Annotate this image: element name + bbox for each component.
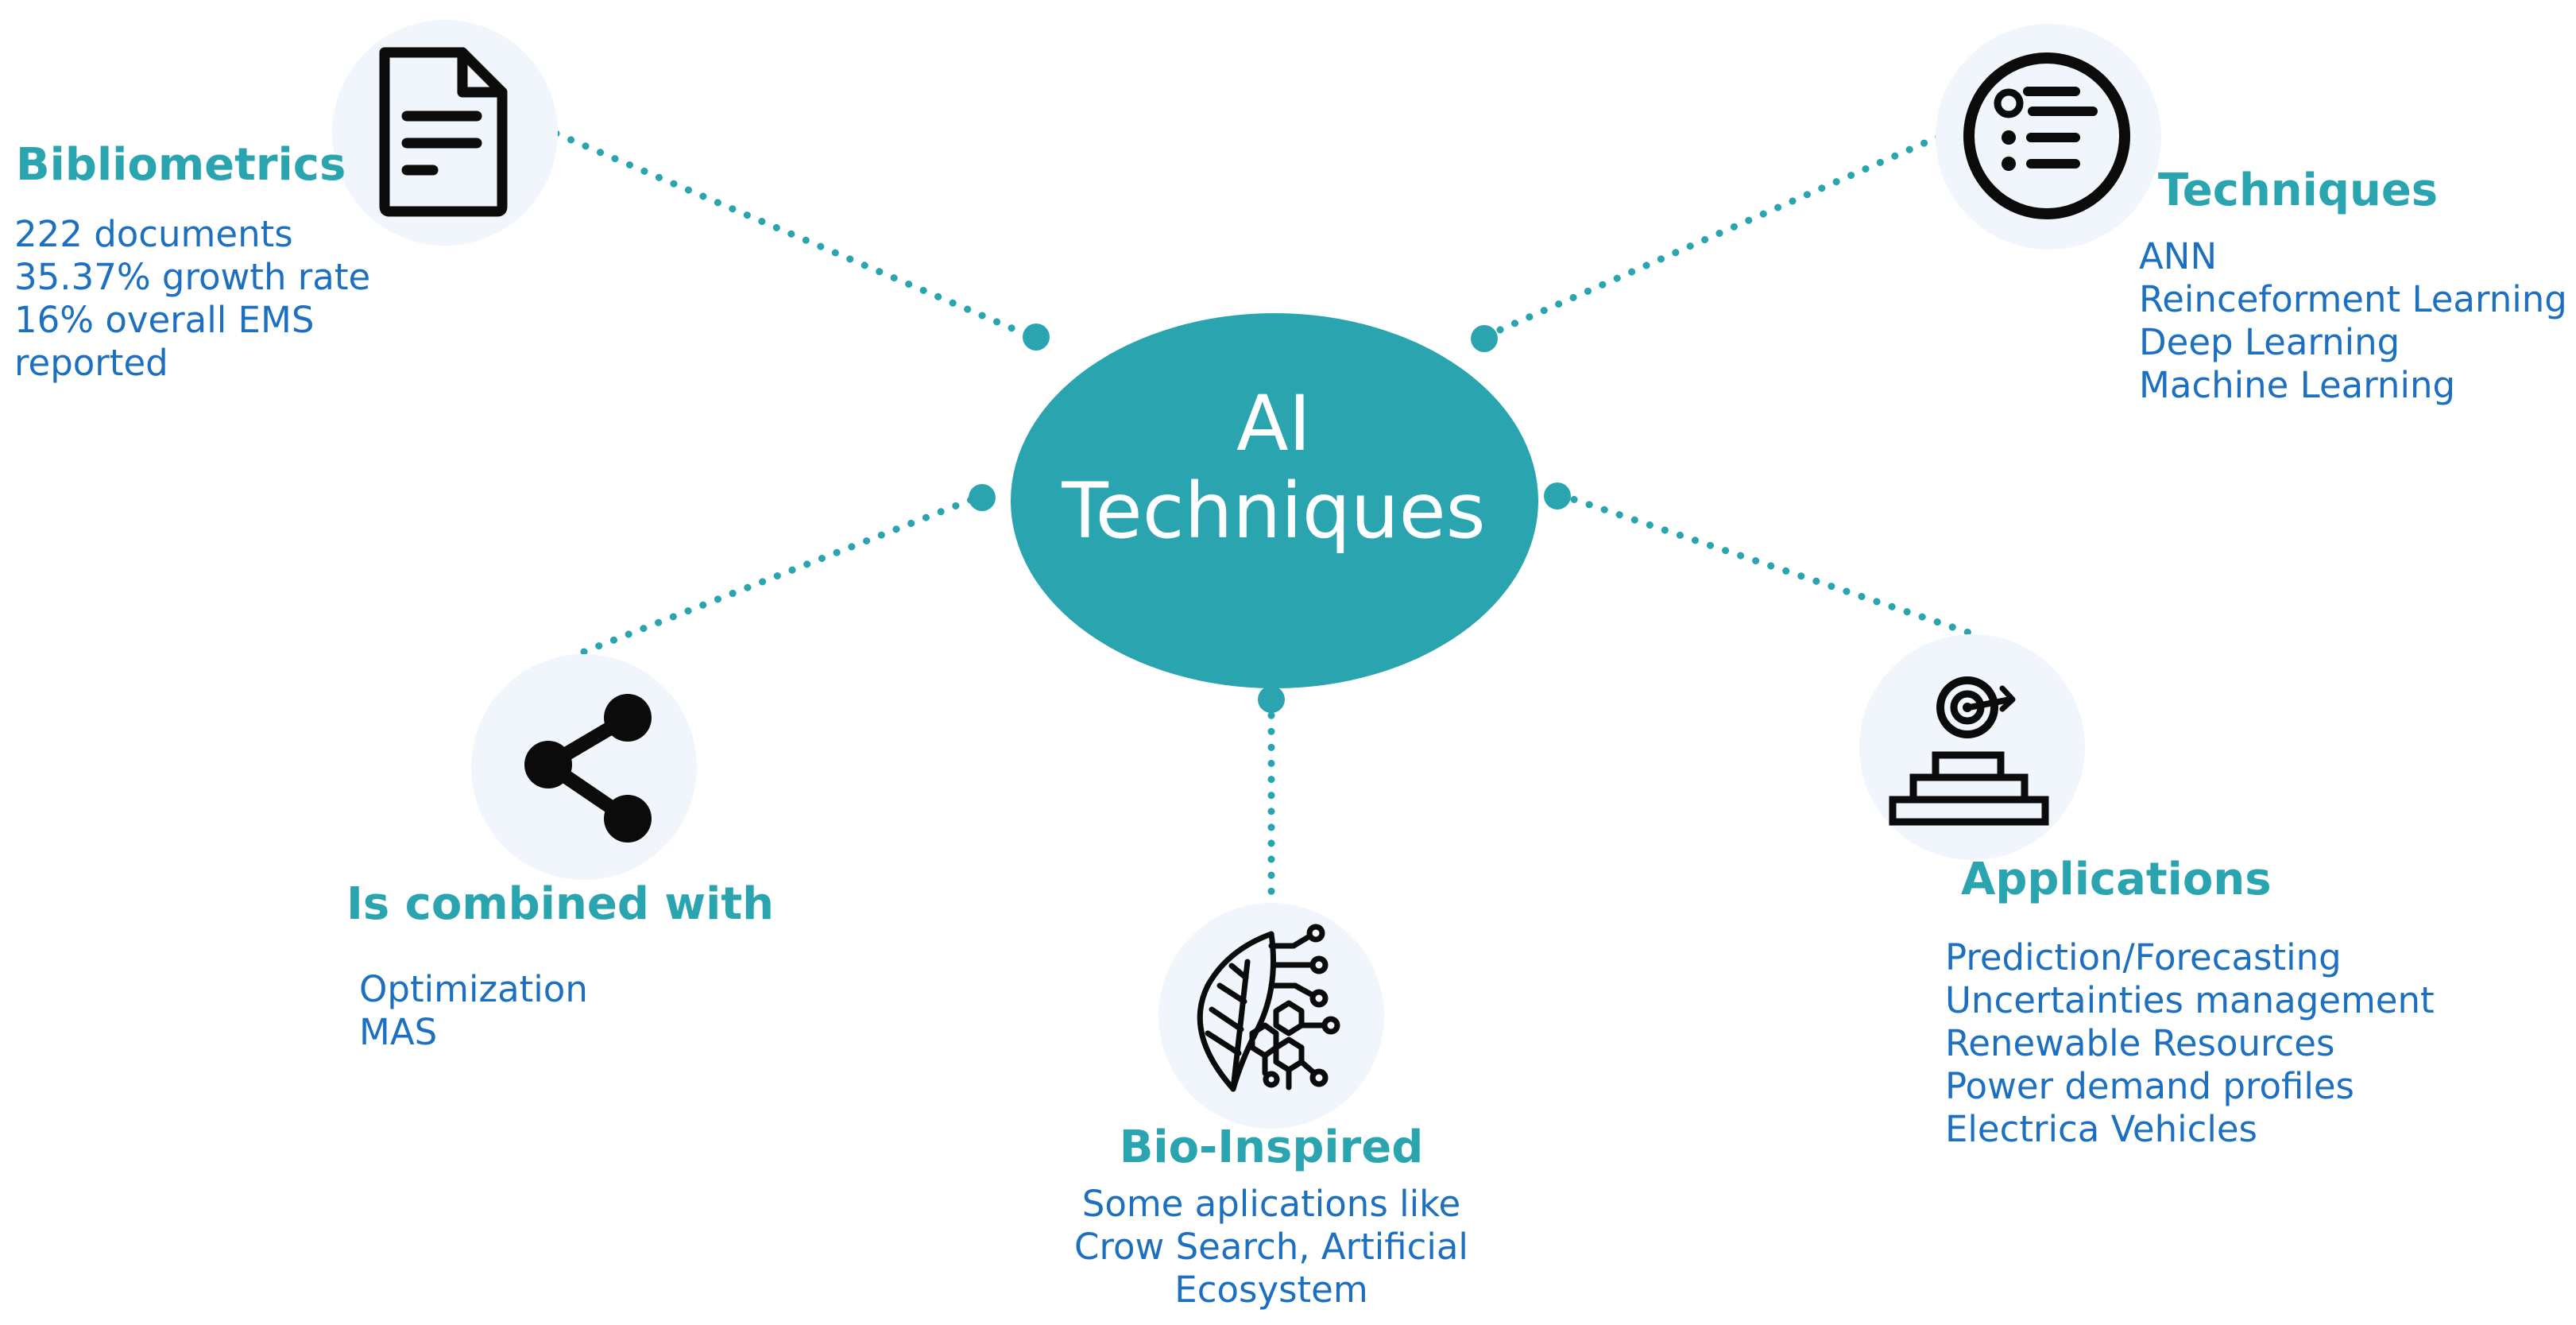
detail-line: Reinceforment Learning — [2139, 278, 2567, 320]
techniques-details: ANN Reinceforment Learning Deep Learning… — [2139, 235, 2567, 407]
connector-bibliometrics — [552, 130, 1029, 338]
detail-line: MAS — [359, 1011, 438, 1053]
connector-dot — [969, 484, 996, 511]
detail-line: Electrica Vehicles — [1945, 1108, 2258, 1150]
connector-techniques — [1483, 133, 1943, 339]
connectors — [552, 130, 1982, 902]
detail-line: 222 documents — [14, 213, 293, 255]
bio-inspired-title: Bio-Inspired — [1119, 1122, 1424, 1173]
center-title: AI Techniques — [1011, 380, 1536, 555]
document-icon — [379, 47, 508, 217]
detail-line: Deep Learning — [2139, 321, 2400, 363]
applications-title: Applications — [1961, 854, 2272, 905]
detail-line: Power demand profiles — [1945, 1065, 2354, 1107]
connector-dots — [969, 324, 1571, 713]
combined-title: Is combined with — [346, 878, 774, 930]
detail-line: ANN — [2139, 235, 2218, 277]
connector-combined — [580, 493, 983, 656]
detail-line: Ecosystem — [1174, 1269, 1368, 1311]
bio-inspired-details: Some aplications like Crow Search, Artif… — [1033, 1183, 1510, 1311]
detail-line: Some aplications like — [1081, 1183, 1461, 1225]
detail-line: Machine Learning — [2139, 364, 2456, 406]
list-icon — [1963, 52, 2130, 219]
connector-dot — [1471, 325, 1498, 352]
icon-circle-applications — [1859, 634, 2085, 860]
applications-details: Prediction/Forecasting Uncertainties man… — [1945, 936, 2435, 1151]
icon-circle-bio-inspired — [1158, 903, 1384, 1129]
techniques-title: Techniques — [2158, 165, 2439, 216]
share-icon — [524, 694, 652, 843]
center-title-line: Techniques — [1062, 467, 1486, 556]
center-title-line: AI — [1236, 379, 1311, 468]
bibliometrics-details: 222 documents 35.37% growth rate 16% ove… — [14, 213, 370, 385]
target-podium-icon — [1889, 676, 2049, 826]
detail-line: Crow Search, Artificial — [1074, 1226, 1468, 1268]
detail-line: 16% overall EMS — [14, 299, 315, 341]
connector-dot — [1258, 686, 1285, 713]
detail-line: reported — [14, 342, 168, 384]
detail-line: 35.37% growth rate — [14, 256, 371, 298]
detail-line: Renewable Resources — [1945, 1022, 2335, 1064]
detail-line: Uncertainties management — [1945, 979, 2435, 1021]
connector-applications — [1555, 490, 1982, 640]
detail-line: Optimization — [359, 968, 588, 1010]
connector-dot — [1544, 482, 1571, 509]
combined-details: Optimization MAS — [359, 968, 588, 1054]
leaf-circuit-icon — [1197, 924, 1340, 1092]
connector-dot — [1023, 324, 1050, 351]
detail-line: Prediction/Forecasting — [1945, 936, 2342, 978]
icon-circle-combined — [471, 654, 697, 880]
bibliometrics-title: Bibliometrics — [16, 139, 346, 191]
center-node — [1011, 313, 1538, 688]
